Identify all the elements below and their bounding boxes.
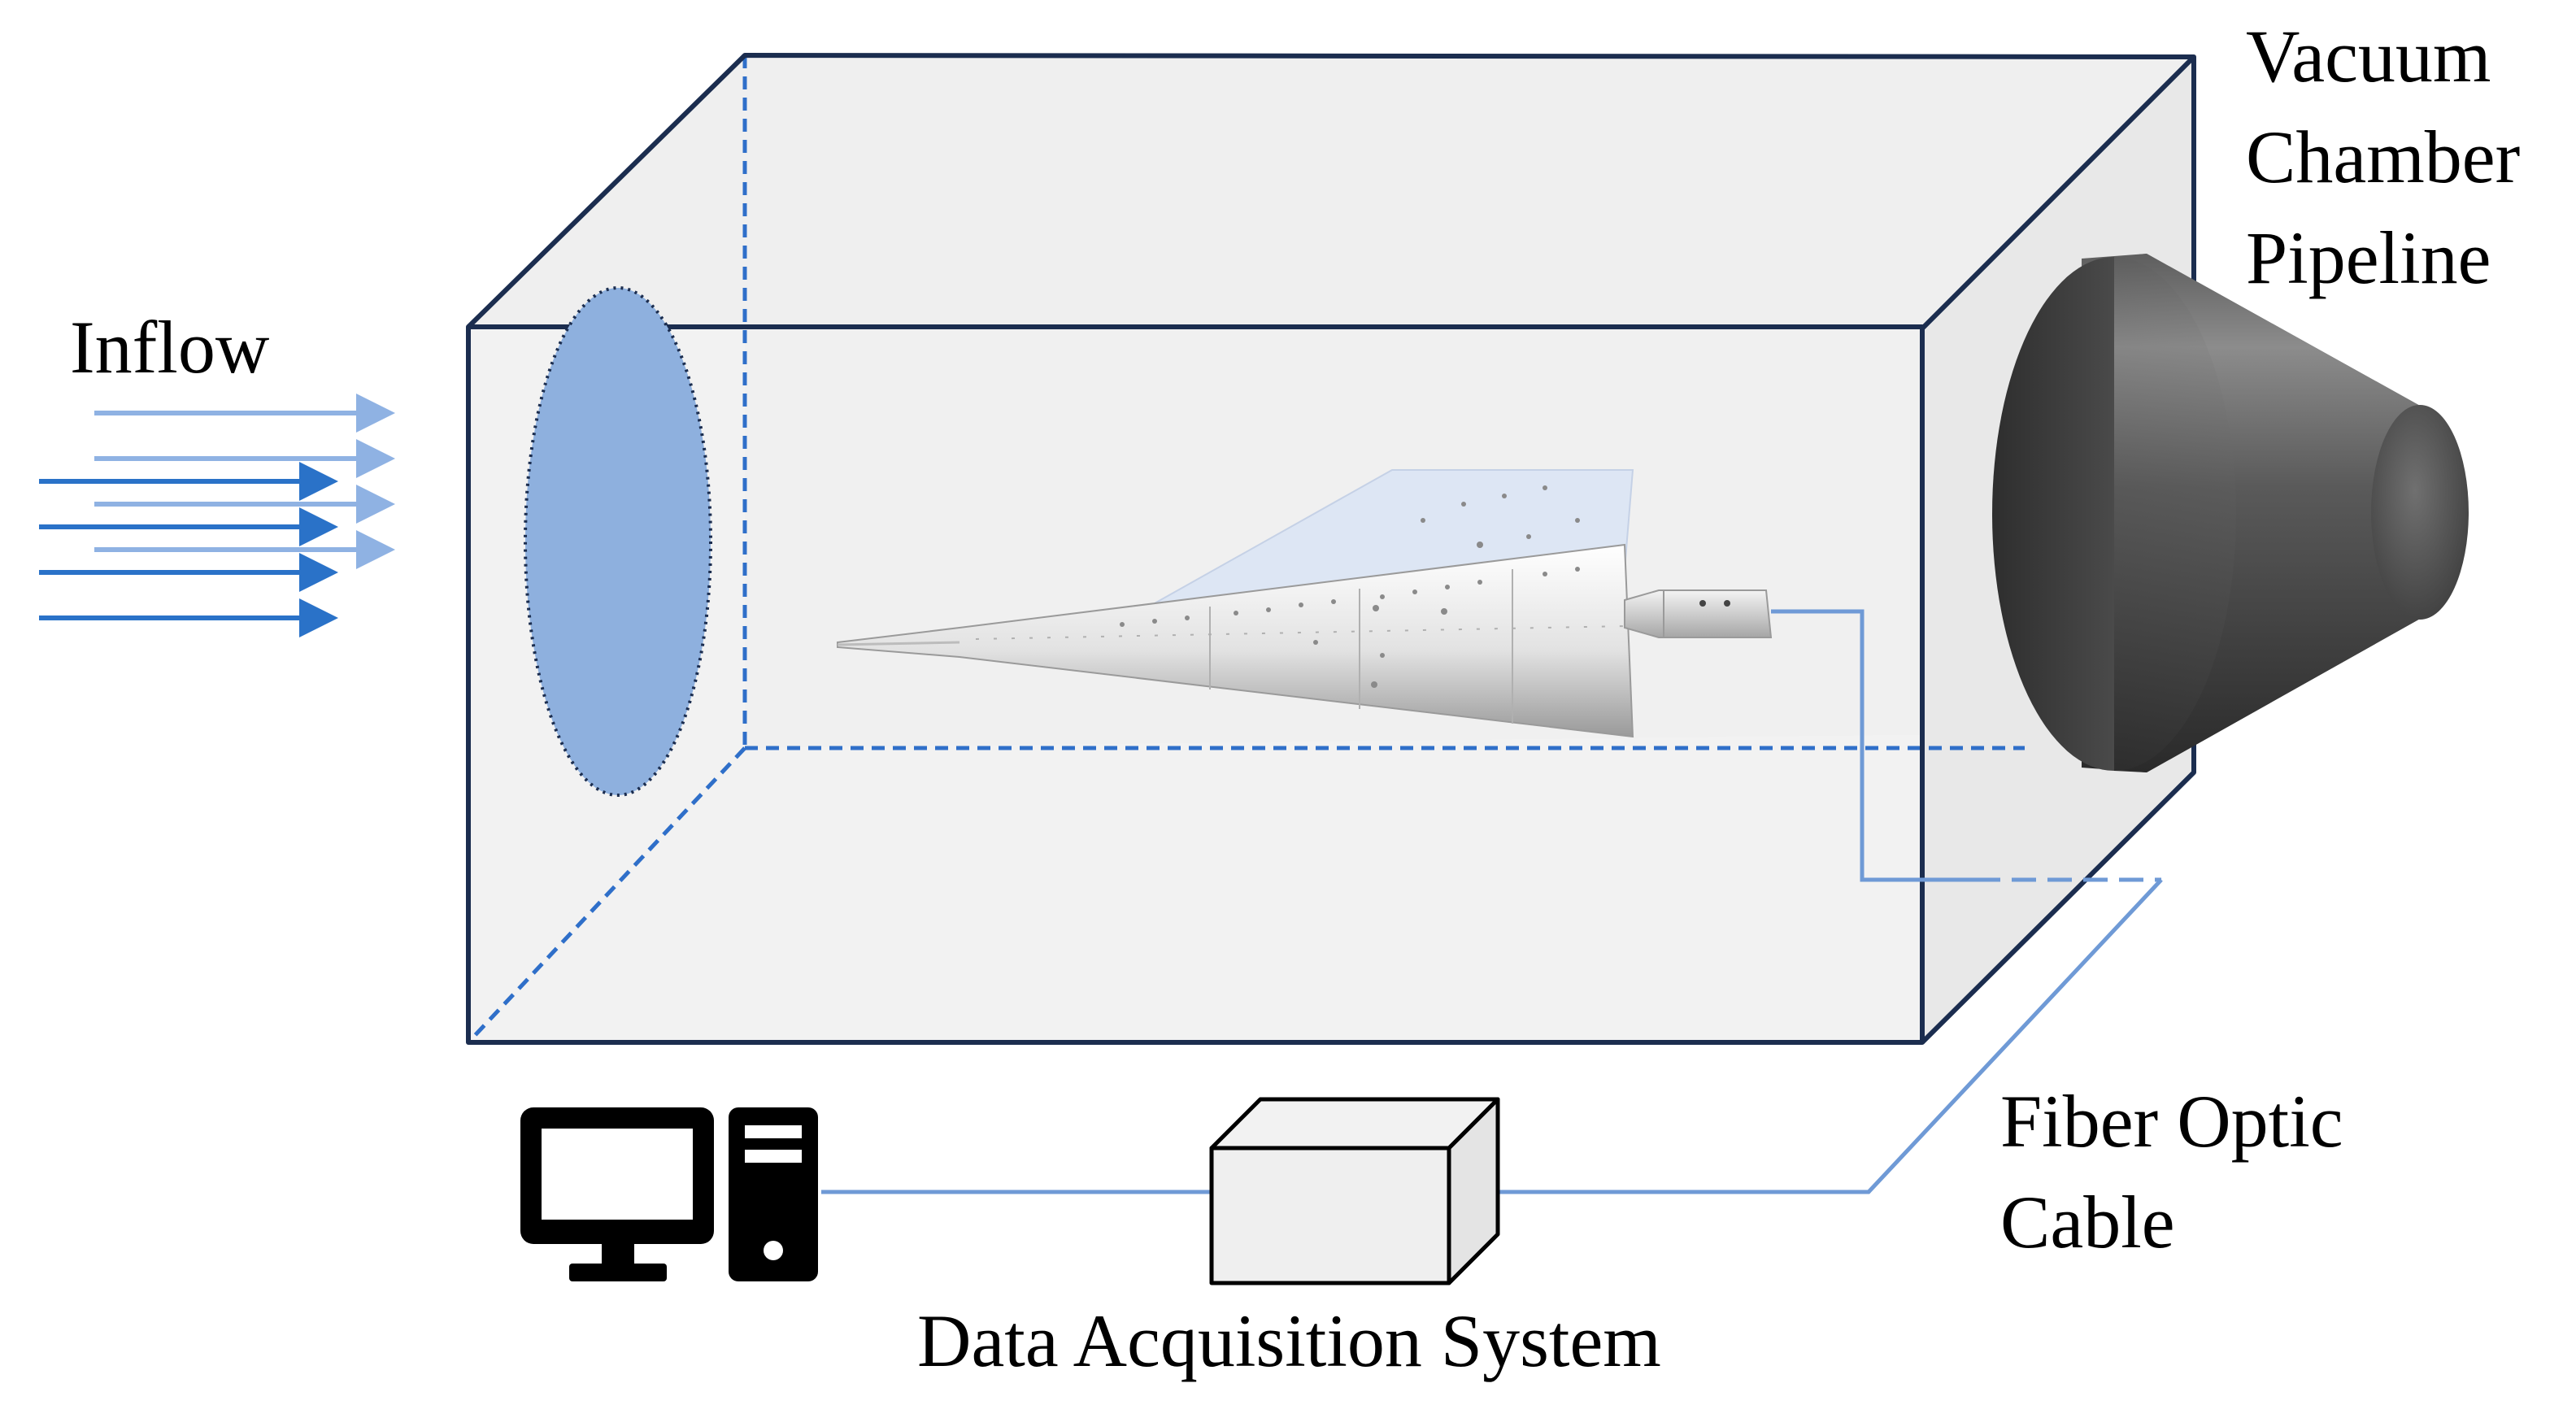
computer-monitor-icon — [520, 1107, 714, 1281]
vacuum-label-line3: Pipeline — [2246, 216, 2491, 299]
model-sting — [1624, 589, 1773, 638]
vacuum-label-line1: Vacuum — [2246, 15, 2491, 98]
fiber-optic-cable — [821, 609, 2163, 1194]
inflow-label: Inflow — [70, 306, 270, 389]
vacuum-label-line2: Chamber — [2246, 115, 2520, 198]
chamber-top-face — [468, 55, 2194, 328]
computer-tower-icon — [729, 1107, 818, 1281]
chamber-hidden-edges — [467, 55, 2025, 1044]
aircraft-model — [837, 469, 1773, 738]
inflow-arrows — [39, 394, 395, 637]
model-body — [837, 543, 1634, 738]
window-ellipse — [524, 286, 712, 797]
daq-label: Data Acquisition System — [917, 1299, 1661, 1382]
fiber-label-line1: Fiber Optic — [2000, 1080, 2343, 1163]
fiber-label-line2: Cable — [2000, 1181, 2175, 1264]
daq-box — [1209, 1097, 1500, 1285]
vacuum-cone — [1992, 254, 2469, 772]
cone-end-cap — [2371, 405, 2469, 620]
computer-icon — [520, 1107, 818, 1281]
